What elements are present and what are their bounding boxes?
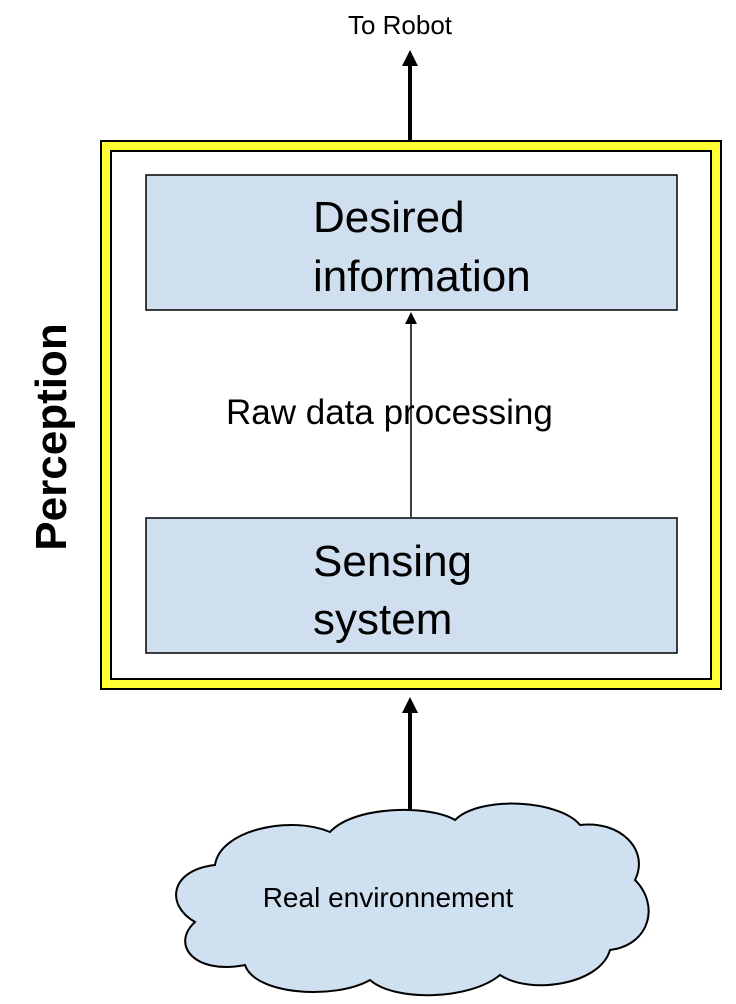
desired-information-line-1: Desired [313, 193, 465, 242]
sensing-system-line-1: Sensing [313, 537, 472, 586]
sensing-system-line-2: system [313, 595, 452, 644]
raw-data-processing-label: Raw data processing [226, 393, 553, 432]
real-environment-cloud [175, 802, 650, 997]
real-environment-label: Real environnement [263, 882, 514, 913]
desired-information-box [145, 174, 678, 311]
sensing-system-box [145, 517, 678, 654]
to-robot-label: To Robot [348, 10, 453, 40]
desired-information-line-2: information [313, 252, 531, 301]
perception-label: Perception [27, 323, 76, 550]
